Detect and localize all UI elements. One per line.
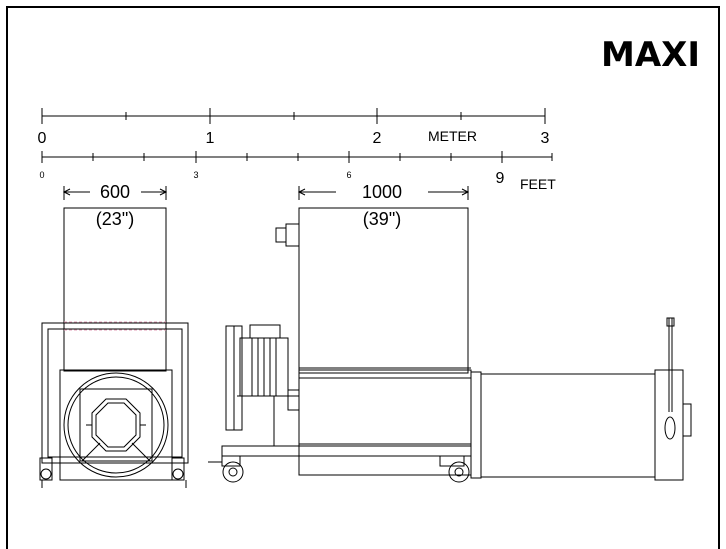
drawing-border (6, 6, 720, 549)
side-view (208, 207, 692, 483)
feet-tick-3: 3 (193, 170, 198, 180)
side-width-inches-label: (39") (363, 209, 401, 229)
side-width-label: 1000 (362, 182, 402, 202)
front-width-label: 600 (100, 182, 130, 202)
side-dimension-line (297, 186, 470, 200)
front-view (39, 207, 189, 488)
front-dimension-line (62, 186, 168, 200)
meter-tick-1: 1 (206, 130, 215, 147)
feet-tick-6: 6 (346, 170, 351, 180)
feet-unit-label: FEET (520, 176, 556, 192)
feet-tick-0: 0 (39, 170, 44, 180)
meter-scale (41, 108, 546, 124)
feet-tick-9: 9 (496, 170, 505, 187)
feet-scale (41, 151, 553, 163)
meter-tick-3: 3 (541, 130, 550, 147)
meter-unit-label: METER (428, 128, 477, 144)
meter-tick-2: 2 (373, 130, 382, 147)
page-title: MAXI (601, 35, 700, 75)
front-width-inches-label: (23") (96, 209, 134, 229)
meter-tick-0: 0 (38, 130, 47, 147)
